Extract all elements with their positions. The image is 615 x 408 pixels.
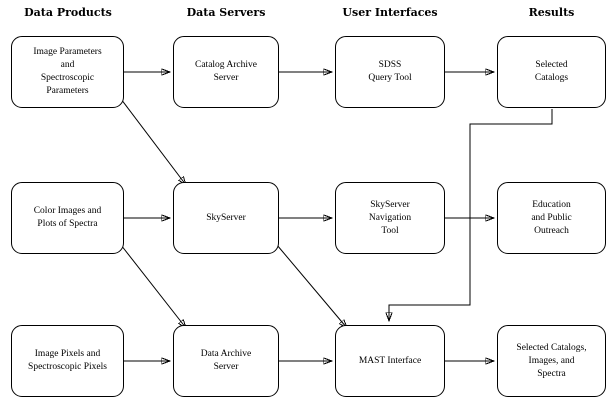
node-color-images-plots-spectra[interactable]: Color Images and Plots of Spectra — [11, 182, 124, 254]
node-label: Selected Catalogs — [534, 60, 569, 83]
node-label: SDSS Query Tool — [368, 60, 412, 83]
edge-params-to-skyserver — [120, 98, 186, 185]
node-image-spectroscopic-parameters[interactable]: Image Parameters and Spectroscopic Param… — [11, 36, 124, 108]
column-header-data-servers: Data Servers — [186, 6, 266, 19]
node-label: Color Images and Plots of Spectra — [33, 206, 102, 229]
node-label: MAST Interface — [358, 355, 422, 366]
node-selected-catalogs[interactable]: Selected Catalogs — [497, 36, 606, 108]
node-label: SkyServer Navigation Tool — [368, 199, 412, 236]
node-label: Selected Catalogs, Images, and Spectra — [516, 342, 587, 379]
edge-skyserver-to-mast-interface — [276, 244, 347, 328]
edge-color-images-to-data-archive-server — [120, 244, 186, 328]
node-label: Data Archive Server — [200, 349, 252, 372]
node-sdss-query-tool[interactable]: SDSS Query Tool — [335, 36, 445, 108]
node-label: SkyServer — [206, 212, 246, 223]
column-header-results: Results — [528, 6, 575, 19]
column-header-data-products: Data Products — [24, 6, 112, 19]
node-education-public-outreach[interactable]: Education and Public Outreach — [497, 182, 606, 254]
node-label: Education and Public Outreach — [531, 199, 572, 236]
node-label: Image Parameters and Spectroscopic Param… — [33, 47, 102, 96]
node-skyserver[interactable]: SkyServer — [173, 182, 279, 254]
node-label: Image Pixels and Spectroscopic Pixels — [28, 349, 107, 372]
node-catalog-archive-server[interactable]: Catalog Archive Server — [173, 36, 279, 108]
node-mast-interface[interactable]: MAST Interface — [335, 325, 445, 397]
node-label: Catalog Archive Server — [195, 60, 257, 83]
node-image-spectroscopic-pixels[interactable]: Image Pixels and Spectroscopic Pixels — [11, 325, 124, 397]
node-data-archive-server[interactable]: Data Archive Server — [173, 325, 279, 397]
node-skyserver-navigation-tool[interactable]: SkyServer Navigation Tool — [335, 182, 445, 254]
node-selected-catalogs-images-spectra[interactable]: Selected Catalogs, Images, and Spectra — [497, 325, 606, 397]
column-header-user-interfaces: User Interfaces — [342, 6, 438, 19]
